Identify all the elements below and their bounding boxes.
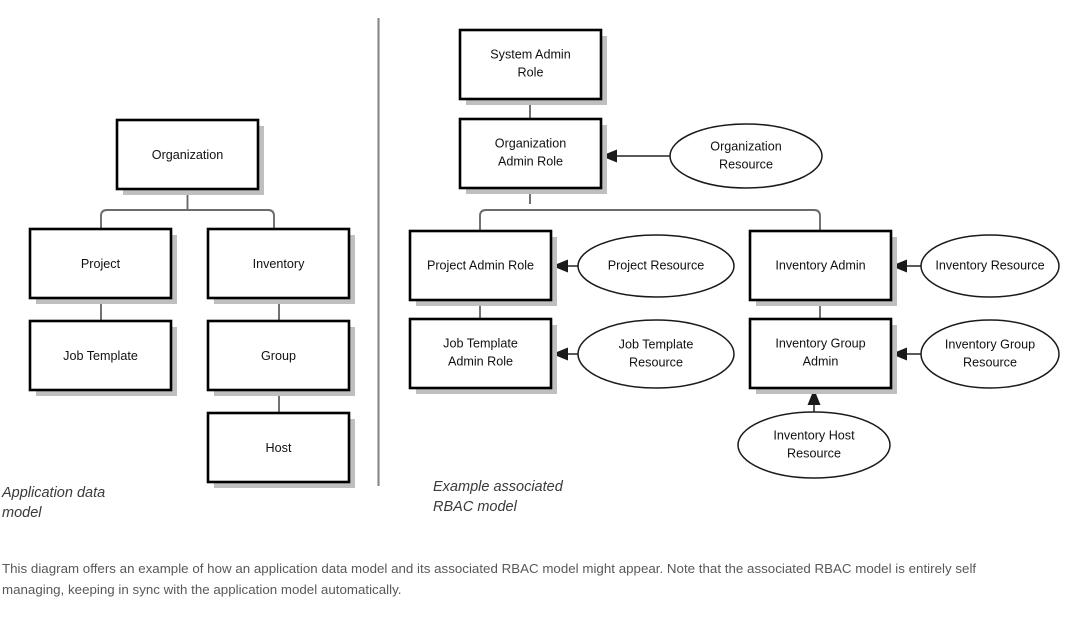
node-group[interactable]: Group — [206, 319, 355, 396]
left-panel-label: Application data model — [1, 485, 105, 521]
node-inventory-group-admin-label-line1: Inventory Group — [775, 336, 865, 350]
node-inventory-resource-label: Inventory Resource — [935, 258, 1044, 272]
node-job-template-label: Job Template — [63, 349, 138, 363]
arrow-head-organization-resource — [601, 149, 617, 163]
arrow-head-inventory-host-resource — [807, 389, 821, 405]
caption-line-1: This diagram offers an example of how an… — [2, 561, 744, 576]
node-job-template-resource[interactable]: Job Template Resource — [577, 319, 735, 389]
node-organization-resource[interactable]: Organization Resource — [669, 123, 823, 189]
node-inventory[interactable]: Inventory — [206, 227, 355, 304]
node-organization-resource-label-line2: Resource — [719, 157, 773, 171]
node-organization-label: Organization — [152, 148, 223, 162]
node-system-admin-role[interactable]: System Admin Role — [458, 28, 607, 105]
left-panel-label-line2: model — [2, 505, 42, 521]
node-organization-admin-role[interactable]: Organization Admin Role — [458, 117, 607, 194]
resource-arrows — [552, 149, 921, 412]
node-system-admin-role-label-line1: System Admin — [490, 47, 571, 61]
node-inventory-group-resource-label-line2: Resource — [963, 355, 1017, 369]
arrow-head-inventory-group-resource — [891, 347, 907, 361]
node-inventory-admin[interactable]: Inventory Admin — [748, 229, 897, 306]
node-project-admin-role-label: Project Admin Role — [427, 258, 534, 272]
node-inventory-group-admin-label-line2: Admin — [803, 354, 839, 368]
arrow-head-inventory-resource — [891, 259, 907, 273]
node-inventory-host-resource[interactable]: Inventory Host Resource — [737, 411, 891, 479]
left-panel-label-line1: Application data — [1, 485, 105, 501]
node-organization-admin-role-label-line2: Admin Role — [498, 154, 563, 168]
node-inventory-host-resource-label-line1: Inventory Host — [773, 428, 855, 442]
node-job-template-admin-role-label-line1: Job Template — [443, 336, 518, 350]
diagram-caption: This diagram offers an example of how an… — [2, 558, 1017, 600]
node-organization[interactable]: Organization — [115, 118, 264, 195]
node-job-template-admin-role-label-line2: Admin Role — [448, 354, 513, 368]
node-project-admin-role[interactable]: Project Admin Role — [408, 229, 557, 306]
node-job-template-resource-label-line1: Job Template — [619, 337, 694, 351]
node-job-template-admin-role[interactable]: Job Template Admin Role — [408, 317, 557, 394]
right-panel-label: Example associated RBAC model — [433, 479, 564, 515]
node-inventory-label: Inventory — [253, 257, 306, 271]
edge-organization-split — [100, 209, 275, 229]
caption-line-2: associated RBAC model is entirely self m… — [2, 561, 977, 597]
node-project[interactable]: Project — [28, 227, 177, 304]
node-project-label: Project — [81, 257, 121, 271]
edge-orgadmin-split — [479, 209, 821, 231]
node-job-template-resource-label-line2: Resource — [629, 355, 683, 369]
right-panel-label-line2: RBAC model — [433, 499, 518, 515]
node-host-label: Host — [266, 441, 292, 455]
node-host[interactable]: Host — [206, 411, 355, 488]
node-inventory-group-resource[interactable]: Inventory Group Resource — [920, 319, 1060, 389]
node-inventory-host-resource-label-line2: Resource — [787, 446, 841, 460]
arrow-head-project-resource — [552, 259, 568, 273]
node-system-admin-role-label-line2: Role — [518, 65, 544, 79]
node-project-resource[interactable]: Project Resource — [577, 234, 735, 298]
node-group-label: Group — [261, 349, 296, 363]
node-organization-resource-label-line1: Organization — [710, 139, 781, 153]
node-inventory-group-admin[interactable]: Inventory Group Admin — [748, 317, 897, 394]
node-inventory-group-resource-label-line1: Inventory Group — [945, 337, 1035, 351]
right-panel-label-line1: Example associated — [433, 479, 564, 495]
node-job-template[interactable]: Job Template — [28, 319, 177, 396]
node-inventory-resource[interactable]: Inventory Resource — [920, 234, 1060, 298]
arrow-head-job-template-resource — [552, 347, 568, 361]
node-organization-admin-role-label-line1: Organization — [495, 136, 566, 150]
node-project-resource-label: Project Resource — [608, 258, 705, 272]
node-inventory-admin-label: Inventory Admin — [775, 258, 865, 272]
